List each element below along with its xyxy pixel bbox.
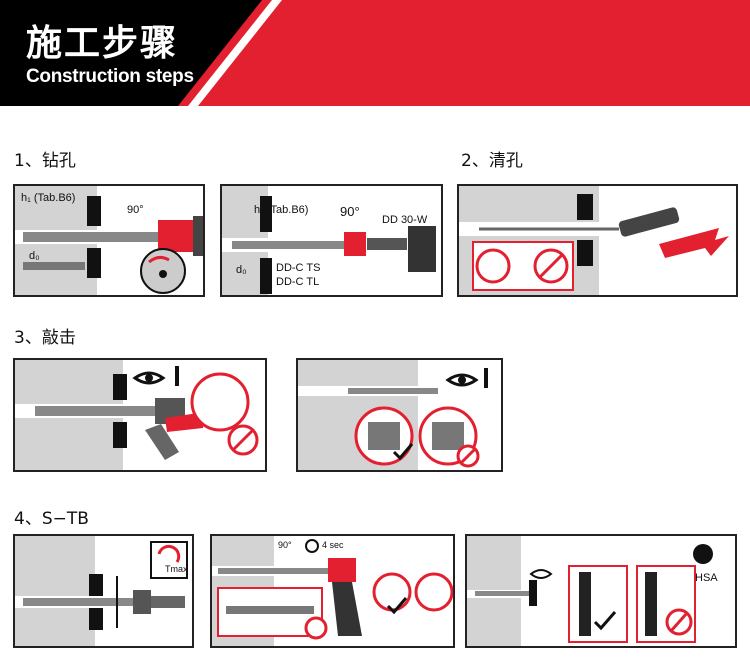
panel-setting-tool: 90° 4 sec [210, 534, 455, 648]
header-banner: 施工步骤 Construction steps [0, 0, 750, 106]
drill-diameter-label: d₀ [29, 250, 40, 262]
drill-depth-label: h₁ (Tab.B6) [21, 192, 76, 204]
final-check-illustration [467, 536, 713, 646]
banner-shape [0, 0, 750, 106]
step-label-setting: 4、S−TB [14, 509, 89, 529]
step-label-hammer: 3、敲击 [14, 328, 76, 348]
page-title: 施工步骤 [26, 23, 179, 64]
diamond-tool-label: DD 30-W [382, 214, 428, 226]
panel-final-check: HSA [465, 534, 737, 648]
diamond-depth-label: h₁ (Tab.B6) [254, 204, 309, 216]
drill-angle-label: 90° [127, 204, 144, 216]
setting-tool-illustration [212, 536, 453, 646]
clean-illustration [459, 186, 729, 295]
setting-time-label: 4 sec [322, 540, 344, 550]
page-subtitle: Construction steps [26, 66, 194, 87]
diamond-bit-ts-label: DD-C TS [276, 262, 321, 274]
diamond-bit-tl-label: DD-C TL [276, 276, 320, 288]
drill-diamond-illustration [222, 186, 436, 295]
hammer-illustration [15, 360, 259, 470]
setting-angle-label: 90° [278, 540, 292, 550]
drill-hammer-illustration [15, 186, 203, 295]
panel-drill-diamond: h₁ (Tab.B6) 90° DD 30-W d₀ DD-C TS DD-C … [220, 184, 443, 297]
panel-drill-hammer: h₁ (Tab.B6) 90° d₀ [13, 184, 205, 297]
torque-label: Tmax [165, 564, 188, 574]
diamond-angle-label: 90° [340, 204, 360, 219]
hammer-check-illustration [298, 360, 488, 470]
diamond-diameter-label: d₀ [236, 264, 247, 276]
step-label-clean: 2、清孔 [461, 151, 523, 171]
panel-hammer-1 [13, 358, 267, 472]
panel-hammer-2 [296, 358, 503, 472]
step-label-drill: 1、钻孔 [14, 151, 76, 171]
panel-clean [457, 184, 738, 297]
product-label: HSA [695, 572, 718, 584]
torque-illustration [15, 536, 188, 646]
panel-torque: Tmax [13, 534, 194, 648]
